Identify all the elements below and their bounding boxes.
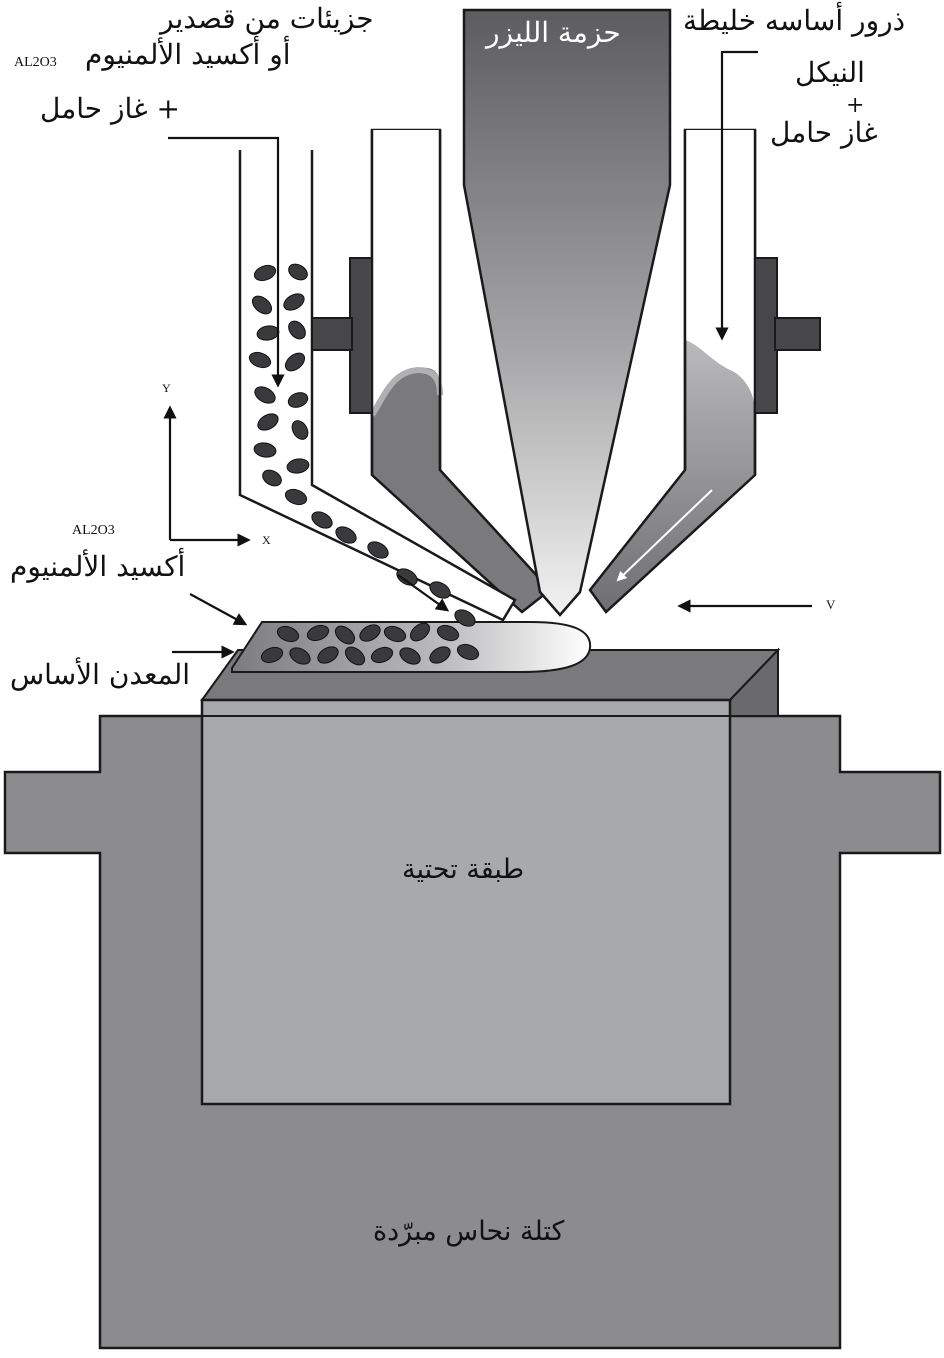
right-clamp bbox=[754, 257, 821, 414]
nickel-label-line1: ذرور أساسه خليطة bbox=[683, 4, 906, 37]
nickel-gas-label: غاز حامل bbox=[770, 116, 878, 149]
laser-label: حزمة الليزر bbox=[486, 16, 621, 49]
velocity-label: V bbox=[826, 597, 836, 612]
laser-beam bbox=[462, 8, 672, 617]
axis-x-label: X bbox=[262, 533, 271, 547]
annotation-arrows bbox=[163, 50, 812, 659]
copper-block-label: كتلة نحاس مبرّدة bbox=[373, 1216, 565, 1247]
base-metal-label: المعدن الأساس bbox=[10, 658, 191, 691]
powder-formula: AL2O3 bbox=[14, 55, 57, 70]
powder-label-line1: جزيئات من قصدير bbox=[160, 2, 374, 35]
nickel-plus: + bbox=[846, 93, 865, 118]
axis-y-label: Y bbox=[162, 381, 171, 395]
substrate-label: طبقة تحتية bbox=[402, 854, 525, 885]
gas-flow-arrow bbox=[616, 489, 713, 582]
left-clamp bbox=[311, 257, 373, 414]
powder-gas-label: + غاز حامل bbox=[40, 92, 180, 125]
powder-feed-tube bbox=[238, 150, 517, 622]
alumina-label: أكسيد الألمنيوم bbox=[10, 550, 186, 583]
powder-particles bbox=[248, 263, 476, 627]
substrate bbox=[200, 698, 732, 1106]
nickel-label-line2: النيكل bbox=[795, 56, 865, 89]
powder-label-line2: أو أكسيد الألمنيوم bbox=[85, 38, 291, 71]
alumina-formula: AL2O3 bbox=[72, 523, 115, 538]
pool-particles bbox=[260, 622, 480, 666]
